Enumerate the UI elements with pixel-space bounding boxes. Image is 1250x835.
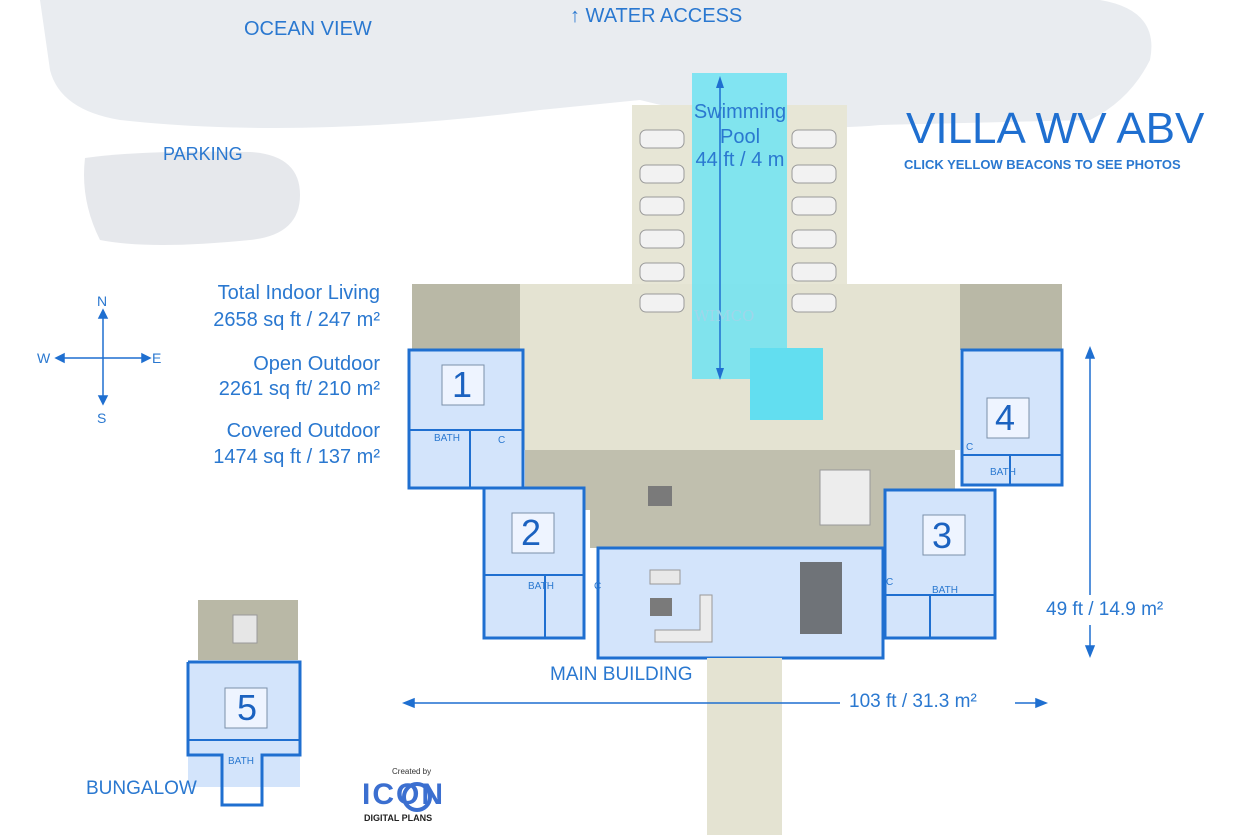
entrance-path: [707, 658, 782, 835]
parking-area: [84, 151, 300, 245]
pool-size: 44 ft / 4 m: [695, 149, 785, 171]
page-subtitle[interactable]: CLICK YELLOW BEACONS TO SEE PHOTOS: [904, 157, 1181, 172]
bath-label-3: BATH: [932, 585, 958, 596]
depth-dimension: 49 ft / 14.9 m²: [1046, 599, 1164, 620]
digital-plans-text: DIGITAL PLANS: [364, 813, 433, 823]
compass-east: E: [152, 350, 162, 366]
bath-label-2: BATH: [528, 581, 554, 592]
bedroom-2-number[interactable]: 2: [521, 512, 542, 553]
parking-label: PARKING: [163, 144, 243, 164]
area-covered-label: Covered Outdoor: [226, 420, 380, 442]
closet-label-3: C: [886, 577, 894, 588]
water-access-label: ↑ WATER ACCESS: [570, 5, 743, 27]
area-indoor-value: 2658 sq ft / 247 m²: [213, 309, 380, 331]
pool-name-line2: Pool: [719, 126, 761, 148]
bedroom-5-number[interactable]: 5: [237, 687, 258, 728]
main-building-label: MAIN BUILDING: [550, 664, 693, 685]
bedroom-1-number[interactable]: 1: [452, 364, 473, 405]
covered-east: [960, 284, 1062, 350]
plunge-pool: [750, 348, 823, 420]
area-open-label: Open Outdoor: [253, 353, 380, 375]
area-open-value: 2261 sq ft/ 210 m²: [218, 378, 380, 400]
ocean-view-label: OCEAN VIEW: [244, 18, 372, 40]
bath-label-5: BATH: [228, 756, 254, 767]
compass-west: W: [37, 350, 51, 366]
compass-rose: [54, 308, 152, 406]
icon-logo-text: ICON: [362, 778, 445, 811]
area-indoor-label: Total Indoor Living: [217, 282, 380, 304]
bath-label-1: BATH: [434, 433, 460, 444]
bungalow-label: BUNGALOW: [86, 778, 197, 799]
bedroom-4-number[interactable]: 4: [995, 397, 1016, 438]
pool-name-line1: Swimming: [693, 101, 787, 123]
icon-logo-mark: [402, 782, 432, 812]
covered-west: [412, 284, 520, 350]
closet-label-2: C: [594, 581, 602, 592]
bedroom-3-number[interactable]: 3: [932, 515, 953, 556]
swimming-pool: [692, 73, 787, 379]
bath-label-4: BATH: [990, 467, 1016, 478]
ocean-area: [40, 0, 1152, 128]
width-dimension: 103 ft / 31.3 m²: [849, 691, 977, 712]
closet-label-4: C: [966, 442, 974, 453]
compass-north: N: [97, 293, 108, 309]
created-by-text: Created by: [392, 767, 432, 776]
compass-south: S: [97, 410, 107, 426]
area-covered-value: 1474 sq ft / 137 m²: [213, 446, 380, 468]
page-title: VILLA WV ABV: [906, 104, 1205, 153]
pool-watermark: WIMCO: [694, 307, 755, 325]
closet-label-1: C: [498, 435, 506, 446]
